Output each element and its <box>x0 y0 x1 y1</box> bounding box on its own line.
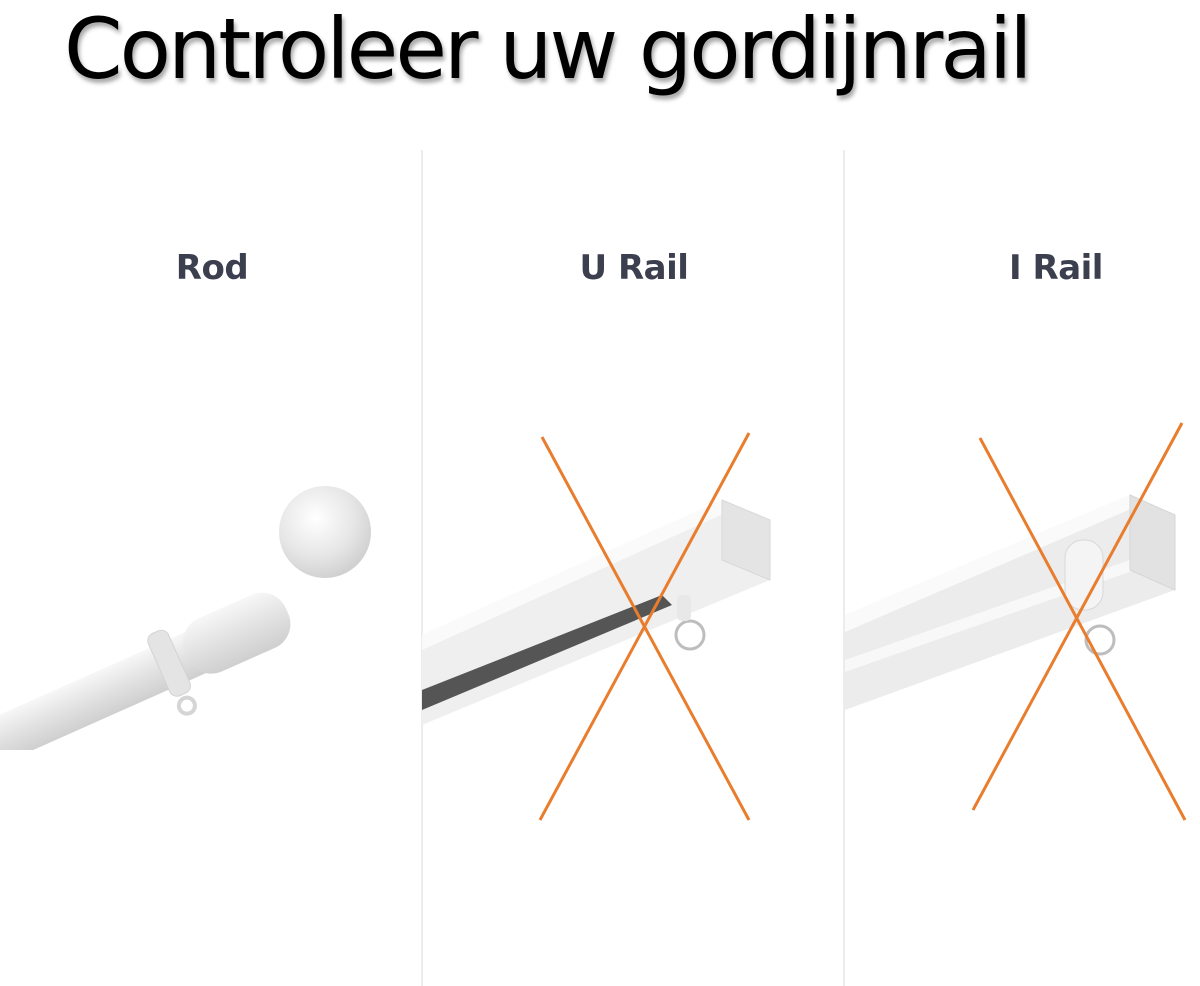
cross-out-icon <box>540 436 751 821</box>
panel-divider <box>421 150 423 986</box>
curtain-rod-image <box>0 486 371 750</box>
u-rail-image <box>422 432 771 821</box>
i-rail-image <box>845 422 1187 821</box>
page-title: Controleer uw gordijnrail <box>64 0 1033 98</box>
panel-divider <box>843 150 845 986</box>
panel-label-u-rail: U Rail <box>579 248 689 288</box>
cross-out-icon <box>978 437 1187 821</box>
panel-label-i-rail: I Rail <box>1009 248 1103 288</box>
panel-label-rod: Rod <box>175 248 249 288</box>
